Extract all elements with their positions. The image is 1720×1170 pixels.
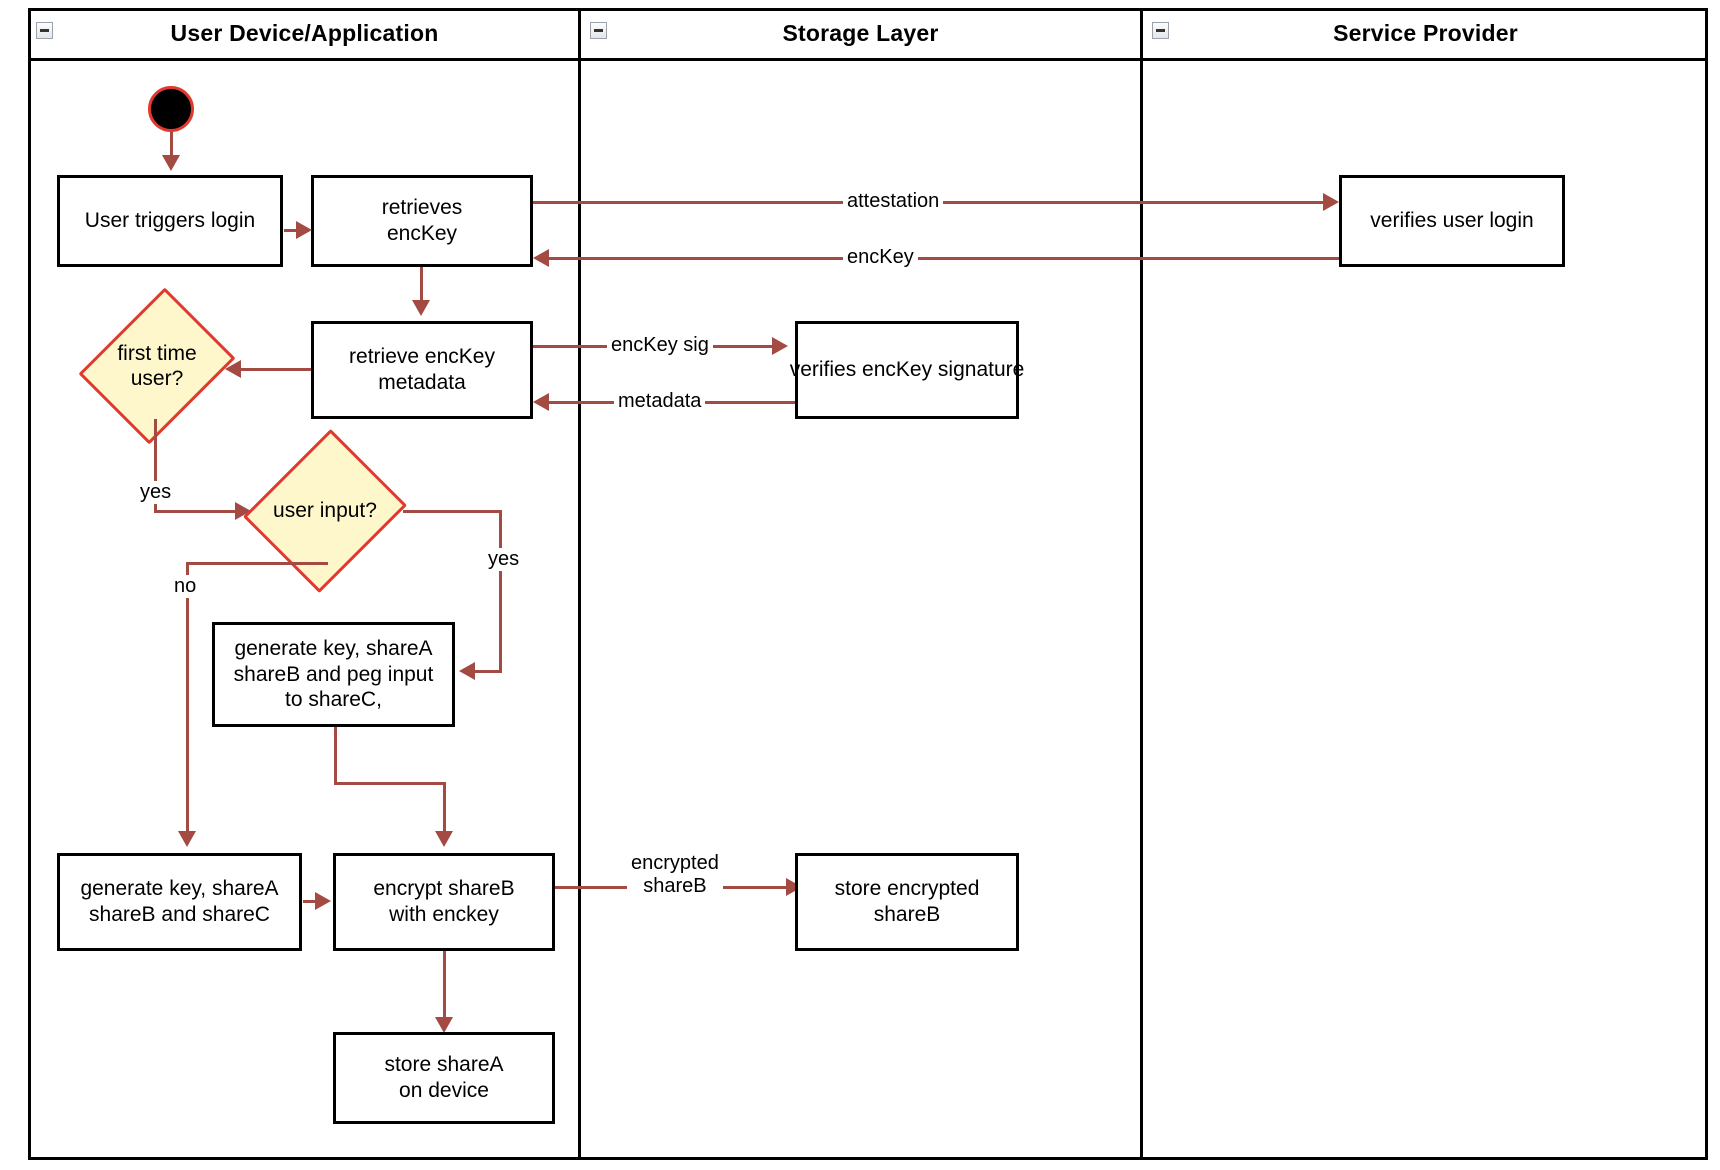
edge-label-attestation: attestation xyxy=(843,190,944,213)
arrowhead-userinput-no xyxy=(178,831,196,847)
arrowhead-enckey-return xyxy=(533,249,549,267)
edge-shares-to-encrypt xyxy=(303,900,317,903)
edge-label-no-user-input: no xyxy=(170,575,201,598)
edge-label-metadata: metadata xyxy=(614,390,706,413)
arrowhead-userinput-yes xyxy=(459,662,475,680)
edge-peg-to-encrypt-v1 xyxy=(334,727,337,784)
action-store-encrypted-shareb[interactable]: store encrypted shareB xyxy=(795,853,1019,951)
decision-label: first time user? xyxy=(117,341,197,390)
arrowhead-peg-to-encrypt xyxy=(435,831,453,847)
lane-title-user-device: User Device/Application xyxy=(170,19,439,46)
action-store-sharea-on-device[interactable]: store shareA on device xyxy=(333,1032,555,1124)
action-generate-peg-input[interactable]: generate key, shareA shareB and peg inpu… xyxy=(212,622,455,727)
action-label: store encrypted shareB xyxy=(834,877,980,926)
decision-first-time-user[interactable]: first time user? xyxy=(78,287,236,445)
collapse-icon-user-device[interactable] xyxy=(36,22,53,39)
action-generate-shares[interactable]: generate key, shareA shareB and shareC xyxy=(57,853,302,951)
arrowhead-metadata-return xyxy=(533,393,549,411)
arrowhead-encrypt-to-store xyxy=(435,1017,453,1033)
edge-login-to-retrieves xyxy=(284,229,300,232)
decision-user-input[interactable]: user input? xyxy=(242,428,408,594)
minus-icon xyxy=(40,29,49,32)
edge-userinput-no-h xyxy=(186,562,328,565)
minus-icon xyxy=(594,29,603,32)
lane-header-rule xyxy=(28,58,1708,61)
arrowhead-start-to-login xyxy=(162,155,180,171)
edge-userinput-no-v xyxy=(186,562,189,839)
action-label: User triggers login xyxy=(84,209,256,233)
edge-enckey-return xyxy=(548,257,1339,260)
arrowhead-attestation xyxy=(1323,193,1339,211)
collapse-icon-storage-layer[interactable] xyxy=(590,22,607,39)
collapse-icon-service-provider[interactable] xyxy=(1152,22,1169,39)
lane-title-service-provider: Service Provider xyxy=(1333,19,1518,46)
action-label: retrieve encKey metadata xyxy=(349,345,495,394)
arrowhead-login-to-retrieves xyxy=(296,221,312,239)
edge-label-yes-user-input: yes xyxy=(484,548,524,571)
action-user-triggers-login[interactable]: User triggers login xyxy=(57,175,283,267)
action-verifies-user-login[interactable]: verifies user login xyxy=(1339,175,1565,267)
edge-userinput-yes-v xyxy=(499,510,502,673)
lane-divider-1 xyxy=(578,8,581,1160)
edge-retrieves-to-metadata xyxy=(420,267,423,308)
edge-peg-to-encrypt-v2 xyxy=(443,782,446,839)
arrowhead-retrieves-to-metadata xyxy=(412,300,430,316)
arrowhead-shares-to-encrypt xyxy=(315,892,331,910)
edge-userinput-yes-h xyxy=(403,510,502,513)
edge-encrypt-to-store xyxy=(443,951,446,1025)
action-verifies-enckey-signature[interactable]: verifies encKey signature xyxy=(790,321,1024,419)
edge-label-yes-first-time: yes xyxy=(136,481,176,504)
edge-label-enckey: encKey xyxy=(843,246,918,269)
action-label: verifies encKey signature xyxy=(789,358,1025,382)
edge-start-to-login xyxy=(170,122,173,164)
lane-divider-2 xyxy=(1140,8,1143,1160)
edge-label-enckey-sig: encKey sig xyxy=(607,334,713,357)
action-retrieve-enckey-metadata[interactable]: retrieve encKey metadata xyxy=(311,321,533,419)
action-label: generate key, shareA shareB and peg inpu… xyxy=(233,637,434,712)
action-encrypt-shareb[interactable]: encrypt shareB with enckey xyxy=(333,853,555,951)
action-retrieves-enckey[interactable]: retrieves encKey xyxy=(311,175,533,267)
initial-node xyxy=(148,86,194,132)
action-label: store shareA on device xyxy=(384,1053,504,1102)
edge-label-encrypted-shareb: encrypted shareB xyxy=(627,852,723,898)
action-label: generate key, shareA shareB and shareC xyxy=(80,877,279,926)
edge-metadata-to-firsttime xyxy=(240,368,311,371)
action-label: encrypt shareB with enckey xyxy=(373,877,515,926)
action-label: retrieves encKey xyxy=(381,196,463,245)
edge-firsttime-yes-v xyxy=(154,419,157,512)
decision-label: user input? xyxy=(273,499,377,523)
arrowhead-enckey-sig xyxy=(772,337,788,355)
edge-firsttime-yes-h xyxy=(154,510,242,513)
lane-title-storage-layer: Storage Layer xyxy=(782,19,939,46)
edge-userinput-yes-h2 xyxy=(474,670,502,673)
minus-icon xyxy=(1156,29,1165,32)
action-label: verifies user login xyxy=(1370,209,1534,233)
edge-peg-to-encrypt-h xyxy=(334,782,446,785)
